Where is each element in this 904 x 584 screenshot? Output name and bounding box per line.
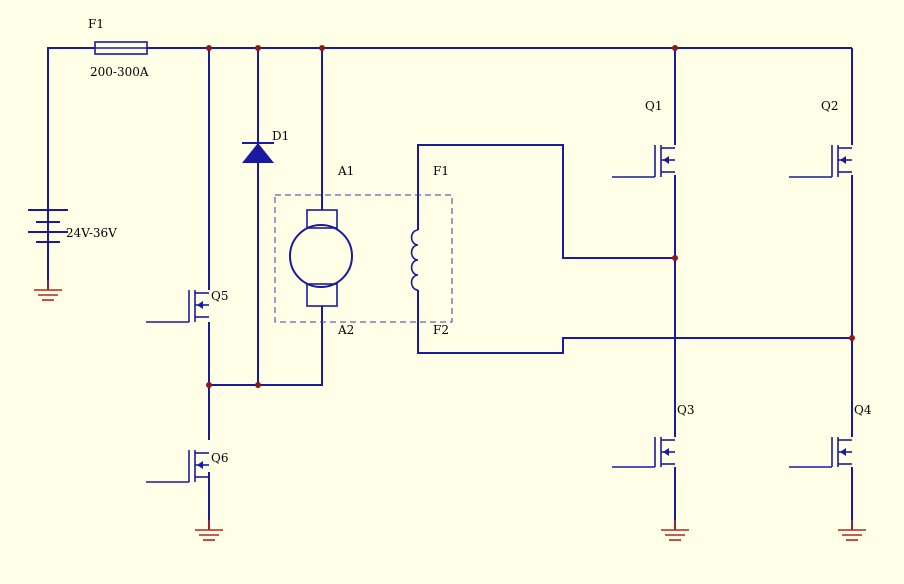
q4-label: Q4 — [854, 403, 872, 417]
battery-label: 24V-36V — [66, 226, 117, 240]
junction-dots — [206, 45, 855, 388]
field-winding — [410, 229, 419, 291]
ground-icon — [661, 520, 689, 541]
armature-a2-label: A2 — [337, 323, 354, 337]
mosfet-q3 — [612, 437, 675, 468]
motor-enclosure — [274, 194, 453, 323]
field-f2-label: F2 — [433, 323, 449, 337]
field-f1-label: F1 — [433, 164, 449, 178]
battery — [28, 209, 68, 243]
q1-label: Q1 — [645, 99, 662, 113]
ground-icon — [34, 280, 62, 301]
diode-label: D1 — [272, 129, 289, 143]
q2-label: Q2 — [821, 99, 838, 113]
armature-a1-label: A1 — [337, 164, 354, 178]
ground-icon — [195, 520, 223, 541]
diode-d1 — [242, 142, 274, 163]
motor-armature — [289, 209, 353, 307]
wires — [47, 47, 853, 530]
fuse-label: F1 — [88, 17, 104, 31]
mosfet-q4 — [789, 437, 852, 468]
mosfet-q5 — [146, 290, 209, 323]
q6-label: Q6 — [211, 451, 228, 465]
fuse-rating-label: 200-300A — [90, 65, 149, 79]
mosfet-q6 — [146, 450, 209, 483]
ground-icon — [838, 520, 866, 541]
mosfet-q1 — [612, 145, 675, 178]
mosfet-q2 — [789, 145, 852, 178]
fuse-f1 — [94, 41, 148, 55]
q3-label: Q3 — [677, 403, 694, 417]
q5-label: Q5 — [211, 289, 228, 303]
